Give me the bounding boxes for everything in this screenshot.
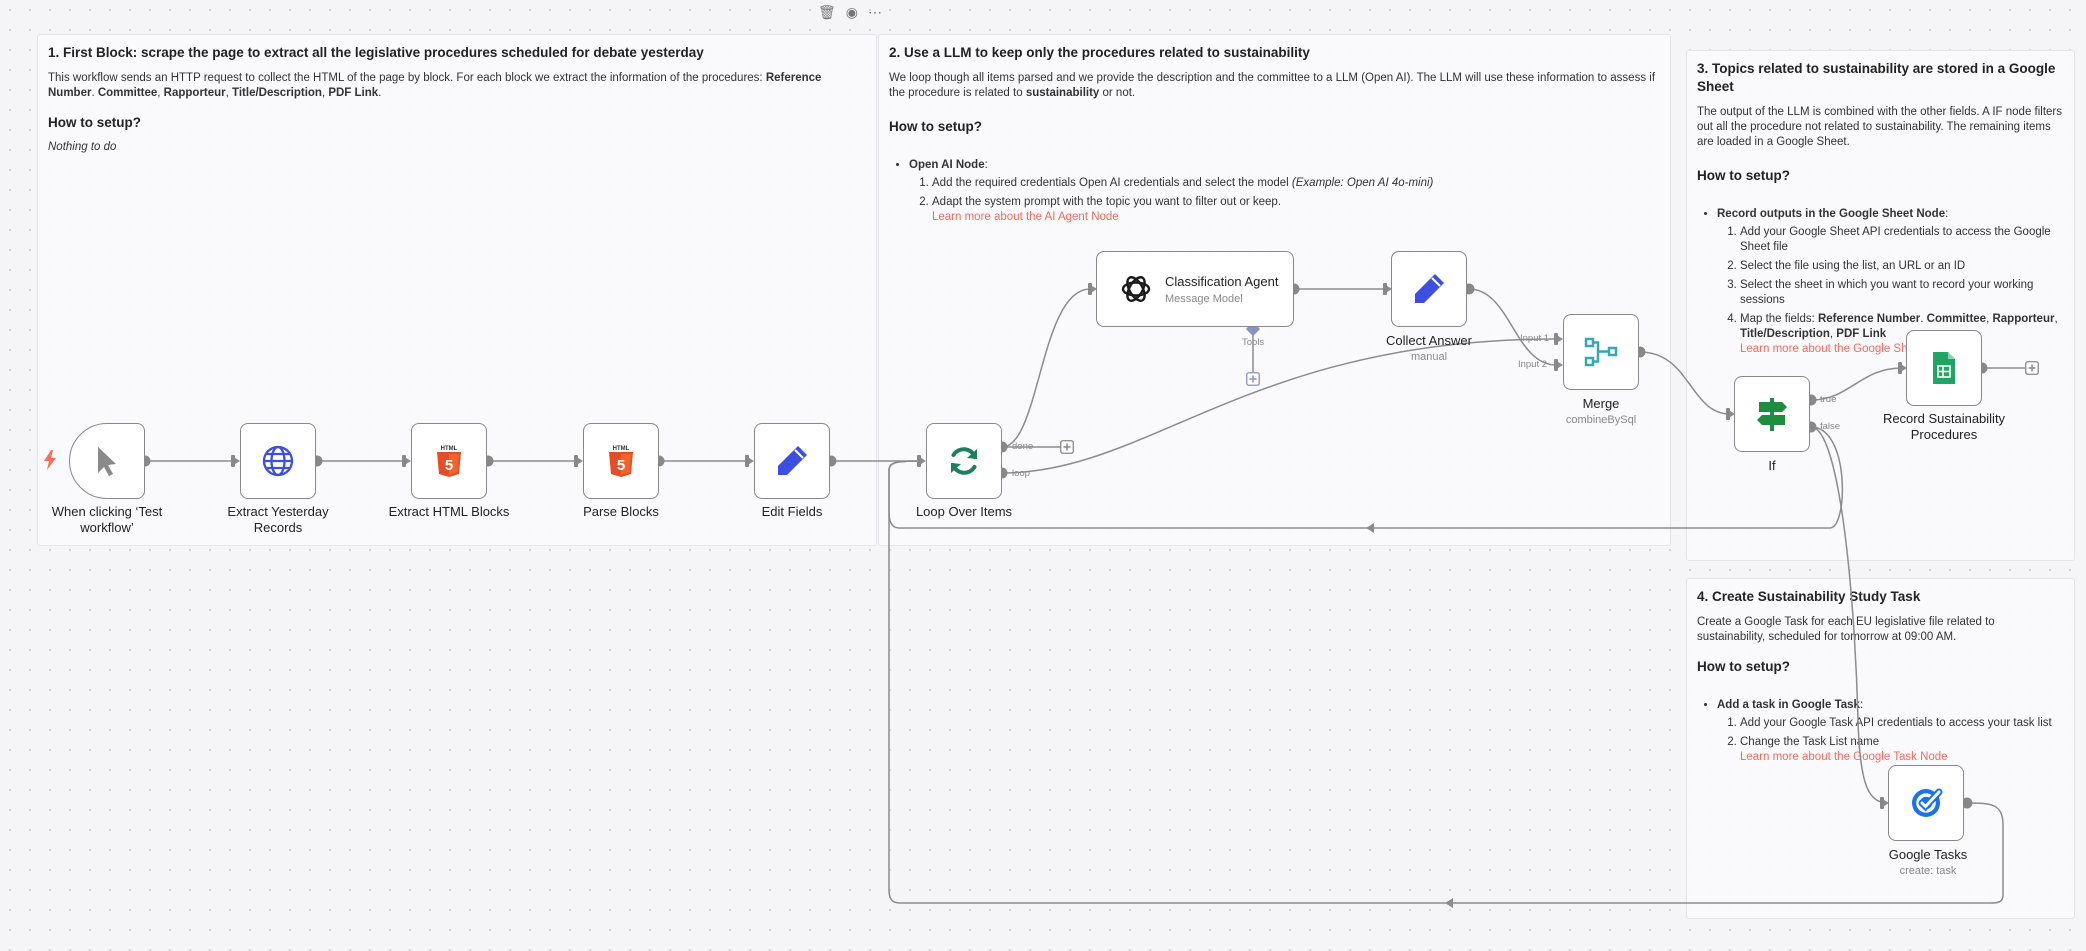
node-label: When clicking ‘Test workflow’	[51, 504, 163, 535]
add-node-done-plus-icon[interactable]	[1060, 440, 1074, 454]
setup-heading: How to setup?	[1697, 168, 1790, 183]
html5-icon: HTML 5	[609, 446, 633, 477]
node-label: Edit Fields	[761, 504, 823, 519]
node-label: Loop Over Items	[915, 504, 1013, 519]
svg-text:5: 5	[445, 457, 453, 474]
node-edit-fields[interactable]	[754, 423, 830, 499]
node-if[interactable]	[1734, 376, 1810, 452]
node-extract-html-blocks[interactable]: HTML 5	[411, 423, 487, 499]
html5-icon: HTML 5	[437, 446, 461, 477]
google-sheet-docs-link[interactable]: Learn more about the Google Sheet Node	[1740, 343, 1955, 355]
pencil-icon	[778, 446, 807, 475]
sticky-intro: This workflow sends an HTTP request to c…	[48, 72, 822, 99]
node-label: Merge	[1582, 396, 1620, 411]
sticky-title: 1. First Block: scrape the page to extra…	[48, 45, 704, 60]
sticky-intro: Create a Google Task for each EU legisla…	[1697, 616, 1995, 643]
port-label-done: done	[1012, 441, 1034, 452]
svg-text:5: 5	[617, 457, 625, 474]
setup-step: Select the file using the list, an URL o…	[1740, 259, 2064, 274]
node-label: Parse Blocks	[583, 504, 659, 519]
refresh-icon	[951, 447, 977, 475]
node-label: Extract HTML Blocks	[388, 504, 510, 519]
port-label-tools: Tools	[1242, 337, 1265, 348]
node-subtitle: Message Model	[1165, 292, 1243, 305]
more-options-icon[interactable]: ⋯	[868, 4, 882, 20]
node-loop-over-items[interactable]	[926, 423, 1002, 499]
node-title: Classification Agent	[1165, 273, 1279, 289]
openai-icon	[1121, 276, 1151, 302]
port-label-true: true	[1820, 394, 1837, 405]
setup-step: Add your Google Sheet API credentials to…	[1740, 225, 2064, 255]
google-sheets-icon	[1933, 352, 1955, 384]
node-label: Collect Answer	[1386, 333, 1472, 348]
signpost-icon	[1757, 398, 1787, 431]
node-label: If	[1768, 458, 1776, 473]
setup-step: Map the fields: Reference Number. Commit…	[1740, 312, 2064, 357]
ai-agent-docs-link[interactable]: Learn more about the AI Agent Node	[932, 211, 1119, 223]
port-label-input-2: Input 2	[1518, 359, 1548, 370]
globe-icon	[262, 445, 294, 477]
sticky-note-sheet[interactable]: 3. Topics related to sustainability are …	[1686, 50, 2075, 561]
node-manual-trigger[interactable]	[69, 423, 145, 499]
google-tasks-docs-link[interactable]: Learn more about the Google Task Node	[1740, 751, 1948, 763]
sticky-toolbar: 🗑 ◉ ⋯	[818, 4, 882, 21]
node-label: Google Tasks	[1888, 847, 1968, 862]
sticky-intro: We loop though all items parsed and we p…	[889, 72, 1656, 99]
setup-step: Adapt the system prompt with the topic y…	[932, 195, 1660, 225]
setup-heading: How to setup?	[1697, 659, 1790, 674]
add-node-sheet-plus-icon[interactable]	[2025, 361, 2039, 375]
node-collect-answer[interactable]	[1391, 251, 1467, 327]
node-classification-agent[interactable]: Classification Agent Message Model	[1096, 251, 1294, 327]
node-subtitle: combineBySql	[1565, 414, 1637, 426]
node-google-tasks[interactable]	[1888, 765, 1964, 841]
pencil-icon	[1415, 274, 1444, 303]
sticky-title: 3. Topics related to sustainability are …	[1697, 61, 2056, 94]
node-merge[interactable]	[1563, 314, 1639, 390]
port-label-false: false	[1820, 421, 1841, 432]
google-tasks-icon	[1912, 788, 1943, 817]
add-tool-plus-icon[interactable]	[1246, 372, 1260, 386]
setup-list: Record outputs in the Google Sheet Node:…	[1697, 207, 2064, 357]
node-http-request[interactable]	[240, 423, 316, 499]
setup-step: Add your Google Task API credentials to …	[1740, 716, 2064, 731]
merge-icon	[1584, 337, 1618, 367]
svg-text:HTML: HTML	[613, 446, 630, 452]
setup-step: Add the required credentials Open AI cre…	[932, 176, 1660, 191]
trash-icon[interactable]: 🗑	[818, 4, 836, 20]
setup-text: Nothing to do	[48, 141, 117, 153]
setup-step: Select the sheet in which you want to re…	[1740, 278, 2064, 308]
palette-icon[interactable]: ◉	[845, 4, 858, 20]
node-label: Extract Yesterday Records	[227, 504, 329, 535]
setup-list: Open AI Node: Add the required credentia…	[889, 158, 1660, 225]
svg-text:HTML: HTML	[441, 446, 458, 452]
node-parse-blocks[interactable]: HTML 5	[583, 423, 659, 499]
sticky-title: 4. Create Sustainability Study Task	[1697, 589, 1921, 604]
setup-list: Add a task in Google Task: Add your Goog…	[1697, 698, 2064, 765]
port-label-input-1: Input 1	[1520, 333, 1550, 344]
node-google-sheets[interactable]	[1906, 330, 1982, 406]
arrow-tasks-return	[1445, 898, 1453, 908]
port-label-loop: loop	[1012, 468, 1030, 479]
sticky-intro: The output of the LLM is combined with t…	[1697, 106, 2063, 148]
node-label: Record Sustainability Procedures	[1882, 411, 2006, 442]
sticky-title: 2. Use a LLM to keep only the procedures…	[889, 45, 1310, 60]
setup-heading: How to setup?	[48, 115, 141, 130]
trigger-bolt-icon	[44, 450, 56, 470]
cursor-icon	[98, 447, 116, 476]
node-subtitle: create: task	[1899, 865, 1957, 877]
setup-heading: How to setup?	[889, 119, 982, 134]
node-subtitle: manual	[1410, 351, 1448, 363]
